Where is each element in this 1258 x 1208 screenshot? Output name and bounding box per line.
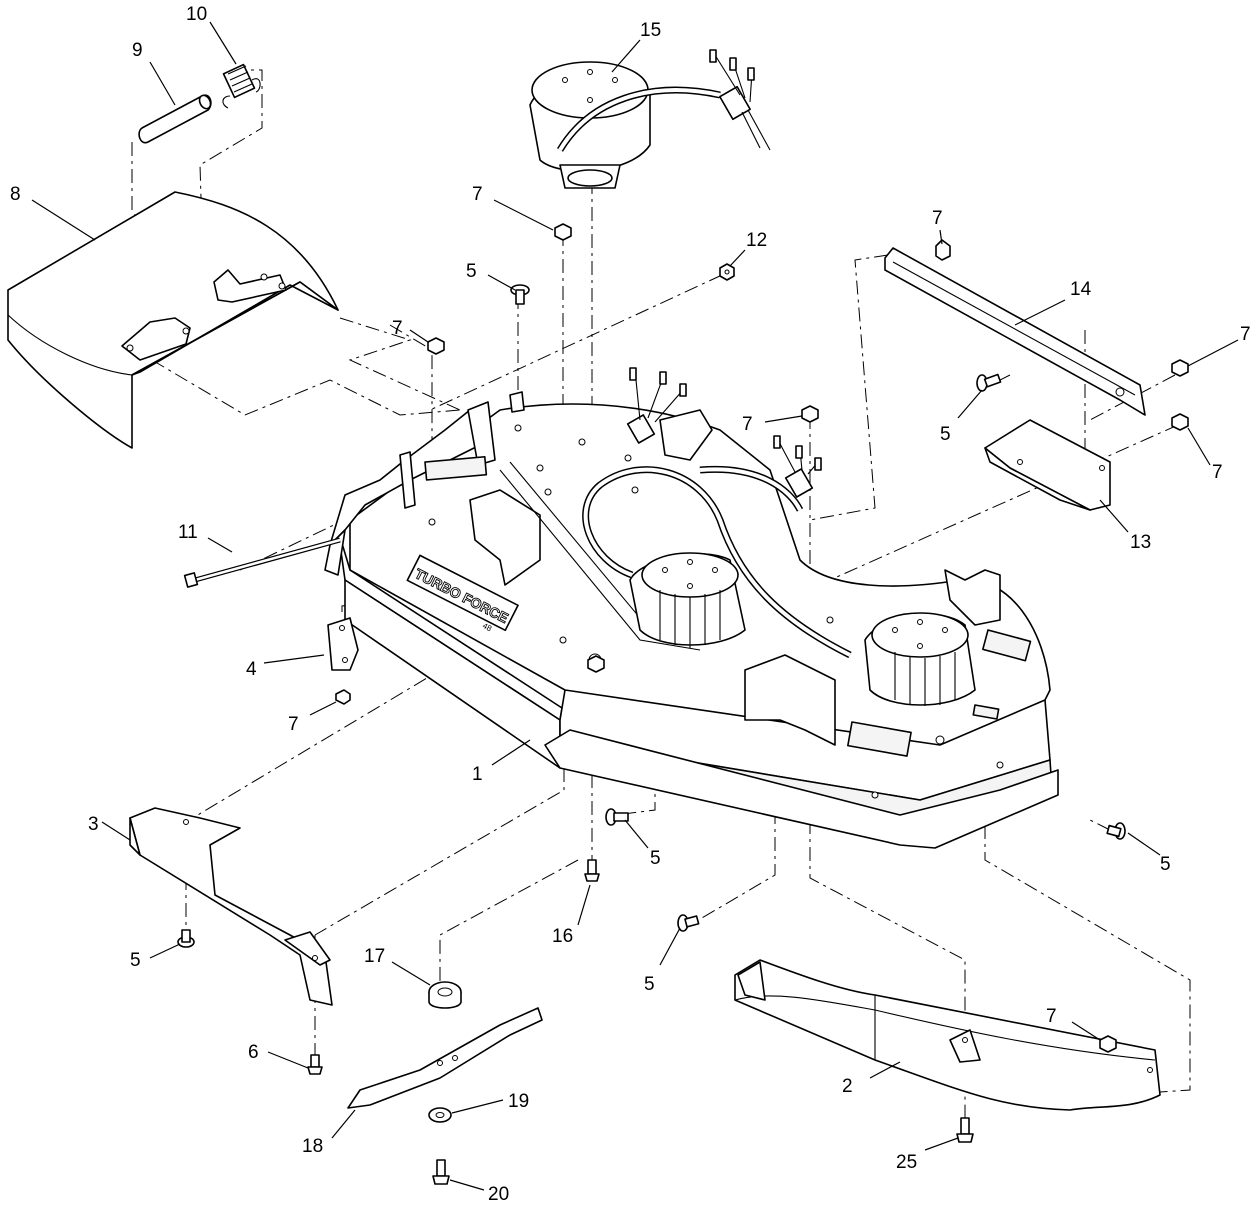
callout-25: 25 xyxy=(896,1152,917,1173)
spindle-motor-part-15 xyxy=(529,49,771,189)
callout-10: 10 xyxy=(186,4,207,25)
callout-7c: 7 xyxy=(932,208,943,229)
callout-7e: 7 xyxy=(742,414,753,435)
fastener-hardware xyxy=(177,223,1189,1185)
deck-motor-center xyxy=(629,552,746,648)
nut-12 xyxy=(719,263,735,281)
callout-14: 14 xyxy=(1070,279,1092,300)
rod-part-9 xyxy=(138,94,212,144)
callout-7f: 7 xyxy=(1212,462,1223,483)
bolt-5e xyxy=(677,914,700,932)
deck-wiring-harness xyxy=(582,367,852,659)
baffle-part-4 xyxy=(327,617,359,671)
callout-12: 12 xyxy=(746,230,767,251)
bracket-part-13 xyxy=(984,419,1111,511)
bolt-16 xyxy=(584,859,600,882)
deck-motor-right xyxy=(864,612,976,706)
nut-7d xyxy=(935,239,951,261)
callout-5b: 5 xyxy=(940,424,951,445)
callout-3: 3 xyxy=(88,814,99,835)
bolt-20 xyxy=(432,1159,450,1185)
bolt-5c xyxy=(605,808,629,826)
callout-18: 18 xyxy=(302,1136,323,1157)
callout-7d: 7 xyxy=(1240,324,1251,345)
bracket-bar-part-14 xyxy=(884,247,1146,416)
callout-16: 16 xyxy=(552,926,573,947)
baffle-part-2 xyxy=(734,959,1161,1111)
callout-5d: 5 xyxy=(130,950,141,971)
callout-labels: 10 9 8 15 7 5 12 7 7 14 7 5 7 7 13 11 4 … xyxy=(10,4,1251,1205)
callout-19: 19 xyxy=(508,1091,529,1112)
callout-11: 11 xyxy=(178,522,198,543)
baffle-part-3 xyxy=(129,807,333,1006)
blade-part-18 xyxy=(347,1007,543,1109)
bolt-5f xyxy=(1106,822,1126,840)
callout-13: 13 xyxy=(1130,532,1151,553)
bolt-5b xyxy=(976,373,1002,392)
callout-5c: 5 xyxy=(650,848,661,869)
washer-part-19 xyxy=(428,1107,452,1123)
leader-lines xyxy=(31,21,1239,1191)
callout-6: 6 xyxy=(248,1042,259,1063)
callout-5f: 5 xyxy=(1160,854,1171,875)
callout-5a: 5 xyxy=(466,261,477,282)
callout-9: 9 xyxy=(132,40,143,61)
callout-2: 2 xyxy=(842,1076,853,1097)
callout-7a: 7 xyxy=(472,184,483,205)
nut-7f xyxy=(1171,413,1189,431)
callout-17: 17 xyxy=(364,946,385,967)
callout-15: 15 xyxy=(640,20,661,41)
bolt-5d xyxy=(177,929,195,948)
callout-7h: 7 xyxy=(1046,1006,1057,1027)
callout-8: 8 xyxy=(10,184,21,205)
callout-5e: 5 xyxy=(644,974,655,995)
callout-1: 1 xyxy=(472,764,483,785)
long-bolt-part-11 xyxy=(183,537,341,588)
bolt-6 xyxy=(307,1054,323,1075)
bolt-25 xyxy=(956,1117,974,1143)
nut-7a xyxy=(554,223,572,241)
nut-7g xyxy=(335,689,351,705)
callout-7g: 7 xyxy=(288,714,299,735)
callout-7b: 7 xyxy=(392,318,403,339)
bearing-part-17 xyxy=(428,981,462,1009)
callout-4: 4 xyxy=(246,659,257,680)
nut-7h xyxy=(1099,1035,1117,1053)
bolt-5a xyxy=(510,284,530,305)
nut-7c xyxy=(801,405,819,423)
nut-7e xyxy=(1171,359,1189,377)
spring-part-10 xyxy=(222,63,261,109)
discharge-chute-part-8 xyxy=(7,191,339,449)
nut-7b xyxy=(427,337,445,355)
nut-7i xyxy=(587,655,605,673)
callout-20: 20 xyxy=(488,1184,509,1205)
